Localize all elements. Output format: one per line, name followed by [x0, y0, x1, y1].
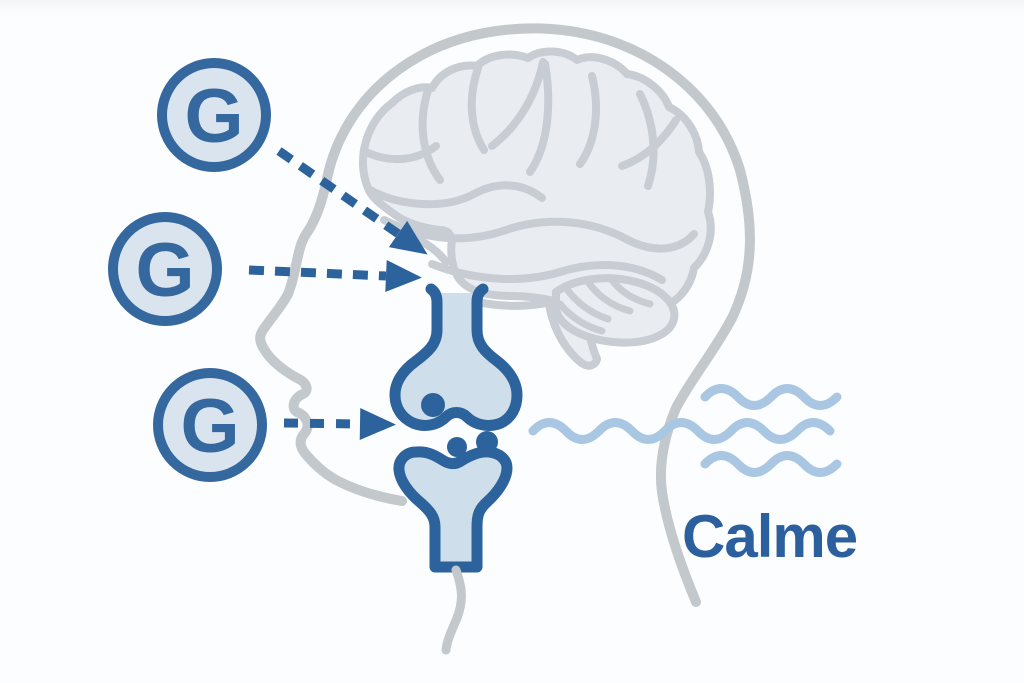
badge-letter: G [135, 228, 194, 313]
arrowhead-icon [388, 220, 428, 255]
arrowhead-icon [385, 260, 422, 292]
presynaptic-terminal-fill [395, 293, 517, 426]
dashed-arrow-1 [276, 147, 428, 255]
g-molecule-badge-2: G [108, 212, 222, 326]
badge-letter: G [180, 384, 239, 469]
g-molecule-badge-3: G [153, 368, 267, 482]
head-profile-icon [255, 23, 755, 607]
head-outline-path [255, 23, 755, 607]
cerebellum-stripes [556, 276, 654, 335]
arrowhead-icon [359, 408, 396, 440]
badge-circle [108, 212, 222, 326]
vesicle-dot [421, 393, 445, 417]
badge-circle [157, 58, 271, 172]
badge-letter: G [184, 74, 243, 159]
brain-icon [358, 47, 715, 370]
wave-line [700, 451, 842, 477]
calm-caption: Calme [682, 503, 857, 570]
gaba-arrows [248, 147, 428, 440]
wave-line [700, 384, 842, 410]
calm-waves-icon [528, 384, 842, 477]
neurotransmitter-dot [447, 437, 467, 457]
dashed-arrow-3 [283, 408, 396, 440]
dashed-arrow-2 [248, 260, 422, 292]
wave-line [528, 418, 835, 444]
dashed-arrow-shaft [248, 265, 387, 281]
g-molecule-badges: G G G [108, 58, 271, 482]
presynaptic-terminal-outline [389, 283, 523, 431]
postsynaptic-terminal [393, 446, 513, 573]
synapse-icon [389, 283, 523, 655]
badge-circle [153, 368, 267, 482]
g-molecule-badge-1: G [157, 58, 271, 172]
dashed-arrow-shaft [283, 418, 361, 429]
axon-tail [441, 565, 466, 655]
